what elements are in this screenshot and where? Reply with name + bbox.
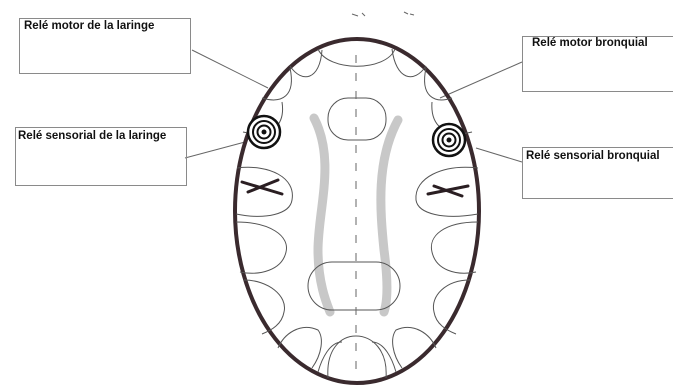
spiral-icon-right — [433, 124, 465, 156]
leader-bronchial-sensory — [476, 148, 522, 162]
leader-larynx-motor — [192, 50, 268, 88]
lobe-left-3 — [236, 222, 287, 273]
top-scribble — [352, 12, 414, 16]
upper-central-shape — [328, 98, 386, 140]
grey-band-left — [314, 118, 330, 312]
leader-larynx-sensory — [185, 142, 245, 158]
cross-mark-left — [242, 180, 282, 194]
label-bronchial-sensory: Relé sensorial bronquial — [526, 150, 660, 163]
grey-band-right — [381, 120, 398, 312]
label-bronchial-motor: Relé motor bronquial — [532, 37, 648, 50]
label-larynx-sensory: Relé sensorial de la laringe — [18, 130, 166, 143]
spiral-icon-left — [248, 116, 280, 148]
leader-bronchial-motor — [440, 62, 522, 98]
lobe-bottom-center — [328, 336, 386, 378]
oral-outline — [235, 39, 479, 383]
cross-mark-right — [428, 186, 468, 196]
lobe-left-2 — [236, 167, 292, 216]
label-larynx-motor: Relé motor de la laringe — [24, 20, 154, 33]
